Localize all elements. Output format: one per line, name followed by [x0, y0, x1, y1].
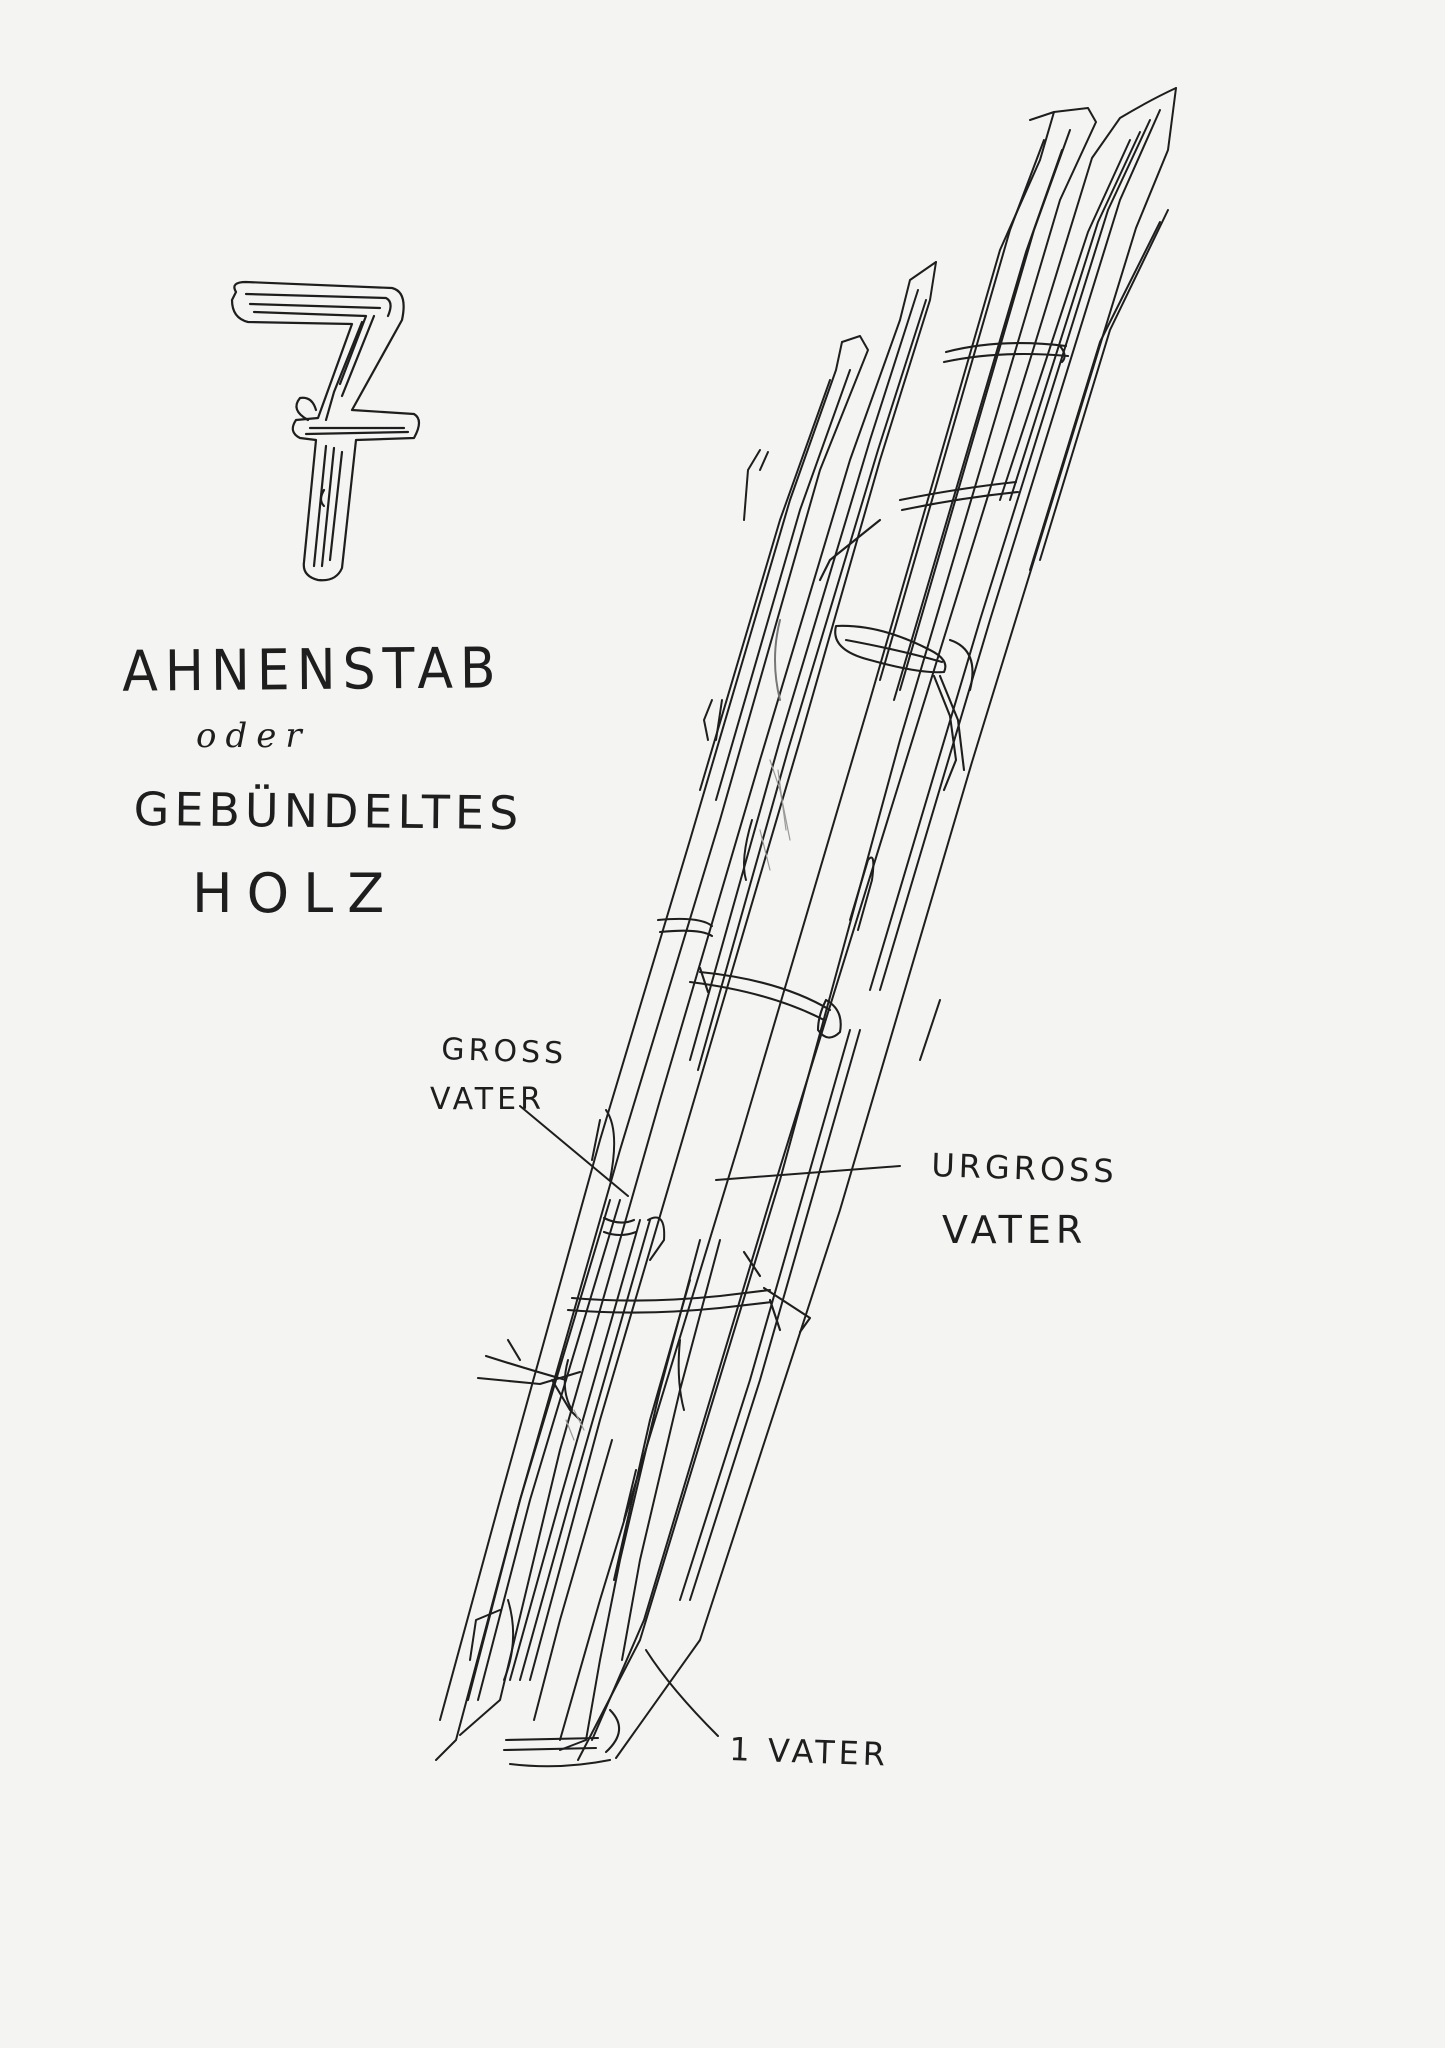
- stick-vater: [533, 1239, 721, 1751]
- label-vater: 1 VATER: [728, 1730, 890, 1774]
- title-ahnenstab: AHNENSTAB: [122, 636, 503, 705]
- title-holz: HOLZ: [192, 862, 399, 925]
- pencil-shading: [565, 759, 791, 1441]
- leader-line-grossvater: [519, 1105, 629, 1197]
- title-oder: oder: [196, 716, 311, 756]
- label-urgrossvater-line1: URGROSS: [930, 1146, 1119, 1191]
- label-urgrossvater-line2: VATER: [942, 1208, 1088, 1252]
- stick-urgrossvater: [591, 87, 1177, 1759]
- stick-second: [559, 107, 1097, 1761]
- stick-grossvater: [435, 335, 869, 1761]
- label-leader-lines: [519, 1105, 901, 1737]
- twigs-and-knots: [469, 449, 941, 1681]
- leader-line-vater: [645, 1649, 719, 1737]
- stick-bundle: [435, 87, 1177, 1768]
- woodgrain-number-seven: [230, 280, 421, 582]
- leader-line-urgrossvater: [715, 1165, 901, 1181]
- label-grossvater-line1: GROSS: [440, 1032, 568, 1072]
- label-grossvater-line2: VATER: [430, 1082, 545, 1117]
- title-gebuendeltes: GEBÜNDELTES: [133, 782, 524, 841]
- stick-middle: [459, 261, 937, 1736]
- bindings: [476, 342, 1070, 1768]
